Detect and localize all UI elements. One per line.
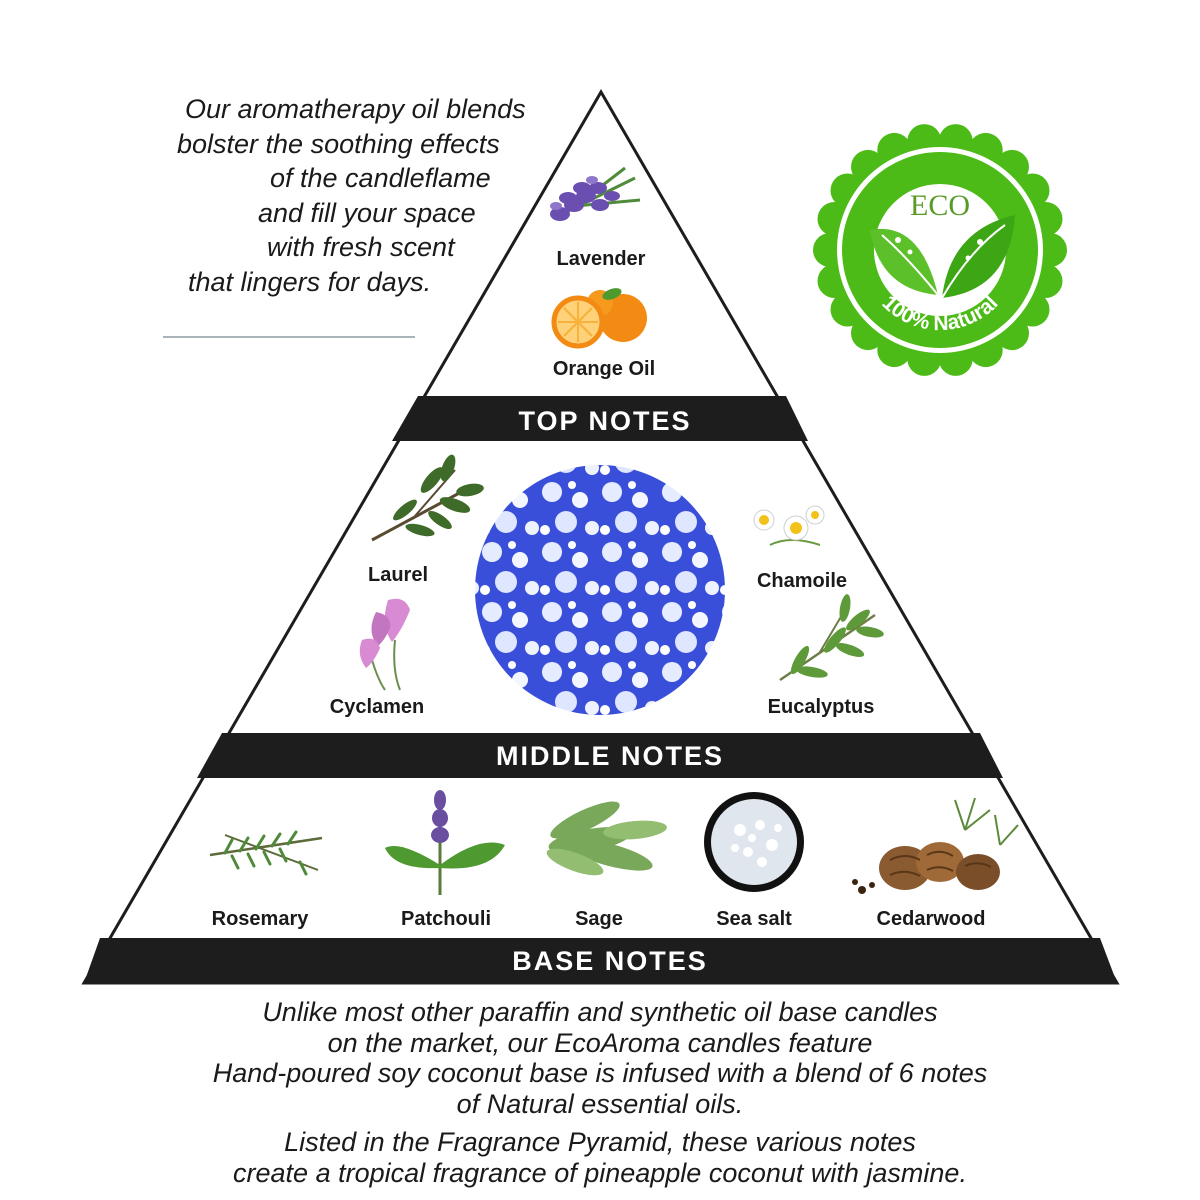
- note-eucalyptus: Eucalyptus: [767, 696, 875, 718]
- note-chamomile: Chamoile: [756, 570, 848, 592]
- footer-paragraph-1: Unlike most other paraffin and synthetic…: [60, 997, 1140, 1119]
- eco-badge-title: ECO: [910, 189, 970, 222]
- intro-text: Our aromatherapy oil blends bolster the …: [150, 92, 580, 299]
- middle-notes-label: MIDDLE NOTES: [495, 741, 724, 771]
- sage-icon: [546, 801, 667, 876]
- intro-line: of the candleflame: [270, 163, 491, 193]
- sea-salt-icon: [704, 792, 804, 892]
- footer-line: Listed in the Fragrance Pyramid, these v…: [284, 1127, 916, 1157]
- chamomile-icon: [753, 505, 825, 546]
- footer-line: Unlike most other paraffin and synthetic…: [262, 997, 938, 1027]
- eucalyptus-icon: [779, 594, 884, 682]
- footer-paragraph-2: Listed in the Fragrance Pyramid, these v…: [60, 1127, 1140, 1188]
- footer-line: create a tropical fragrance of pineapple…: [233, 1157, 967, 1188]
- eco-badge: ECO 100% Natural: [813, 124, 1067, 376]
- note-rosemary: Rosemary: [211, 908, 309, 930]
- intro-line: that lingers for days.: [188, 266, 432, 297]
- center-blend-image: [475, 465, 725, 715]
- intro-line: bolster the soothing effects: [177, 128, 500, 159]
- note-cyclamen: Cyclamen: [329, 696, 425, 718]
- cyclamen-icon: [359, 598, 410, 691]
- footer-line: Hand-poured soy coconut base is infused …: [212, 1058, 988, 1088]
- patchouli-icon: [385, 790, 505, 895]
- laurel-icon: [371, 454, 484, 542]
- intro-line: and fill your space: [258, 197, 476, 228]
- note-sea-salt: Sea salt: [716, 908, 792, 930]
- footer-line: of Natural essential oils.: [456, 1088, 744, 1119]
- top-notes-label: TOP NOTES: [518, 406, 692, 436]
- note-lavender: Lavender: [556, 248, 646, 270]
- base-notes-label: BASE NOTES: [512, 946, 708, 976]
- rosemary-icon: [209, 830, 323, 876]
- note-orange-oil: Orange Oil: [552, 358, 656, 380]
- intro-line: with fresh scent: [267, 232, 455, 262]
- lavender-icon: [550, 166, 641, 221]
- leaf-icon: [870, 215, 1015, 299]
- note-patchouli: Patchouli: [400, 908, 491, 930]
- note-sage: Sage: [575, 908, 623, 930]
- orange-icon: [551, 288, 647, 349]
- intro-line: Our aromatherapy oil blends: [185, 94, 526, 124]
- note-cedarwood: Cedarwood: [876, 908, 986, 930]
- middle-notes-band: [197, 733, 1003, 778]
- top-notes-band: [392, 396, 808, 441]
- cedarwood-icon: [852, 797, 1019, 894]
- footer-line: on the market, our EcoAroma candles feat…: [327, 1027, 873, 1058]
- base-notes-band: [84, 938, 1117, 983]
- note-laurel: Laurel: [367, 564, 429, 586]
- divider-line: [163, 336, 415, 338]
